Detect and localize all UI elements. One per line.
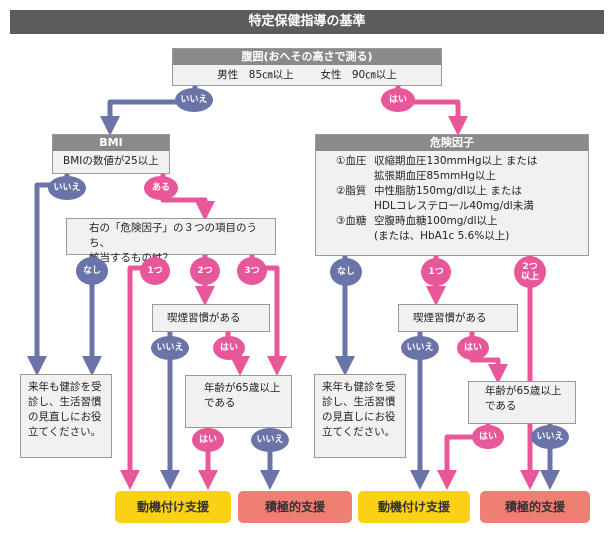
- age-line-2: である: [485, 400, 517, 412]
- badge-right-two-or-more: 2つ 以上: [514, 256, 546, 288]
- risk-line: 拡張期血圧85mmHg以上: [374, 170, 496, 182]
- waist-female: 女性 90㎝以上: [320, 69, 397, 81]
- badge-right-age-yes: はい: [472, 425, 504, 449]
- bmi-text: BMIの数値が25以上: [63, 155, 159, 167]
- badge-bmi-no: いいえ: [48, 176, 86, 200]
- badge-left-none: なし: [76, 257, 108, 285]
- risk-header: 危険因子: [316, 135, 588, 151]
- badge-right-one: 1つ: [421, 258, 451, 286]
- badge-left-two: 2つ: [190, 257, 220, 285]
- advice-line: の見直しにお役: [28, 411, 102, 423]
- risk-row-blood-pressure: ①血圧 収縮期血圧130mmHg以上 または拡張期血圧85mmHg以上: [336, 154, 588, 184]
- risk-line: (または、HbA1c 5.6%以上): [374, 230, 510, 242]
- advice-line: 来年も健診を受: [28, 381, 102, 393]
- risk-line: HDLコレステロール40mg/dl未満: [374, 200, 534, 212]
- outcome-motivational-right: 動機付け支援: [358, 491, 470, 523]
- risk-line: 中性脂肪150mg/dl以上 または: [374, 185, 522, 197]
- bmi-header: BMI: [53, 135, 169, 151]
- waist-box: 腹囲(おへその高さで測る) 男性 85㎝以上 女性 90㎝以上: [172, 48, 442, 86]
- question-box: 右の「危険因子」の３つの項目のうち、 該当するものは？: [66, 218, 276, 264]
- advice-line: 来年も健診を受: [322, 381, 396, 393]
- waist-header: 腹囲(おへその高さで測る): [173, 49, 441, 65]
- advice-line: 立てください。: [28, 426, 102, 438]
- advice-line: 診し、生活習慣: [28, 396, 102, 408]
- risk-label: ②脂質: [336, 185, 367, 197]
- badge-left-smoking-no: いいえ: [151, 336, 189, 360]
- age-line-1: 年齢が65歳以上: [485, 385, 562, 397]
- badge-waist-no: いいえ: [175, 88, 213, 112]
- risk-factor-box: 危険因子 ①血圧 収縮期血圧130mmHg以上 または拡張期血圧85mmHg以上…: [315, 134, 589, 256]
- badge-left-age-yes: はい: [192, 428, 224, 452]
- risk-line: 空腹時血糖100mg/dl以上: [374, 215, 498, 227]
- badge-left-one: 1つ: [140, 257, 170, 285]
- advice-line: 立てください。: [322, 426, 396, 438]
- badge-right-age-no: いいえ: [531, 425, 569, 449]
- outcome-motivational-left: 動機付け支援: [115, 491, 231, 523]
- page-title: 特定保健指導の基準: [248, 14, 366, 29]
- advice-line: 診し、生活習慣: [322, 396, 396, 408]
- risk-label: ①血圧: [336, 155, 367, 167]
- advice-box-right: 来年も健診を受 診し、生活習慣 の見直しにお役 立てください。: [314, 374, 406, 458]
- question-line-1: 右の「危険因子」の３つの項目のうち、: [89, 222, 257, 249]
- badge-right-none: なし: [330, 258, 362, 286]
- waist-criteria: 男性 85㎝以上 女性 90㎝以上: [173, 68, 441, 83]
- badge-right-smoking-no: いいえ: [401, 336, 439, 360]
- arrow-bmi-to-advice: [27, 174, 70, 376]
- risk-list: ①血圧 収縮期血圧130mmHg以上 または拡張期血圧85mmHg以上 ②脂質 …: [316, 151, 588, 244]
- badge-left-smoking-yes: はい: [213, 336, 245, 360]
- title-bar: [10, 10, 604, 34]
- outcome-active-left: 積極的支援: [238, 491, 352, 523]
- badge-left-three: 3つ: [237, 257, 267, 285]
- badge-left-age-no: いいえ: [251, 428, 289, 452]
- badge-two-or-more-line-1: 2つ: [522, 262, 538, 272]
- badge-waist-yes: はい: [381, 88, 415, 112]
- age-line-1: 年齢が65歳以上: [204, 382, 281, 394]
- advice-box-left: 来年も健診を受 診し、生活習慣 の見直しにお役 立てください。: [20, 374, 112, 458]
- age-box-left: 年齢が65歳以上 である: [185, 375, 292, 428]
- age-line-2: である: [204, 397, 236, 409]
- smoking-box-right: 喫煙習慣がある: [398, 304, 518, 332]
- risk-line: 収縮期血圧130mmHg以上 または: [374, 155, 538, 167]
- waist-male: 男性 85㎝以上: [217, 69, 294, 81]
- age-box-right: 年齢が65歳以上 である: [468, 381, 576, 424]
- risk-label: ③血糖: [336, 215, 367, 227]
- smoking-box-left: 喫煙習慣がある: [152, 304, 270, 332]
- badge-right-smoking-yes: はい: [457, 336, 489, 360]
- arrow-left-one-to-motivational: [120, 255, 158, 490]
- badge-two-or-more-line-2: 以上: [520, 272, 539, 282]
- badge-bmi-yes: ある: [144, 176, 178, 200]
- bmi-box: BMI BMIの数値が25以上: [52, 134, 170, 174]
- risk-row-blood-sugar: ③血糖 空腹時血糖100mg/dl以上 (または、HbA1c 5.6%以上): [336, 214, 588, 244]
- outcome-active-right: 積極的支援: [480, 491, 590, 523]
- risk-row-lipids: ②脂質 中性脂肪150mg/dl以上 または HDLコレステロール40mg/dl未…: [336, 184, 588, 214]
- advice-line: の見直しにお役: [322, 411, 396, 423]
